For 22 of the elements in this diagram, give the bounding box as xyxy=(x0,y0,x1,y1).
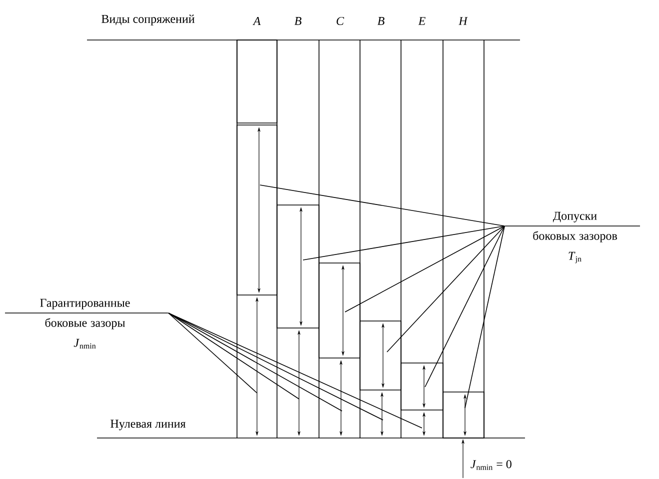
heading: Виды сопряжений xyxy=(102,14,194,26)
leader-line xyxy=(168,312,422,428)
leader-line xyxy=(424,226,505,388)
column-letter: B xyxy=(377,17,384,25)
leader-line xyxy=(168,312,300,400)
zero-line-label: Нулевая линия xyxy=(110,420,186,430)
column-letter: A xyxy=(252,17,261,25)
column-letter: B xyxy=(294,17,302,25)
leader-line xyxy=(168,312,342,412)
leader-line xyxy=(260,184,505,226)
leader-line xyxy=(168,312,258,394)
column-letter: C xyxy=(336,16,344,26)
column-letter: E xyxy=(418,17,426,25)
leader-line xyxy=(386,226,505,352)
leader-line xyxy=(168,312,384,420)
dimension-label: J$_{nmin}$ = 0 xyxy=(470,460,512,470)
leader-text: Допуски боковых зазоров T$_{jn}$ xyxy=(504,212,640,264)
column-letter: H xyxy=(458,17,468,25)
leader-line xyxy=(302,226,505,260)
leader-line xyxy=(464,226,505,408)
leader-text: Гарантированные боковые зазоры J$_{nmin}$ xyxy=(4,298,168,349)
leader-line xyxy=(344,226,505,312)
